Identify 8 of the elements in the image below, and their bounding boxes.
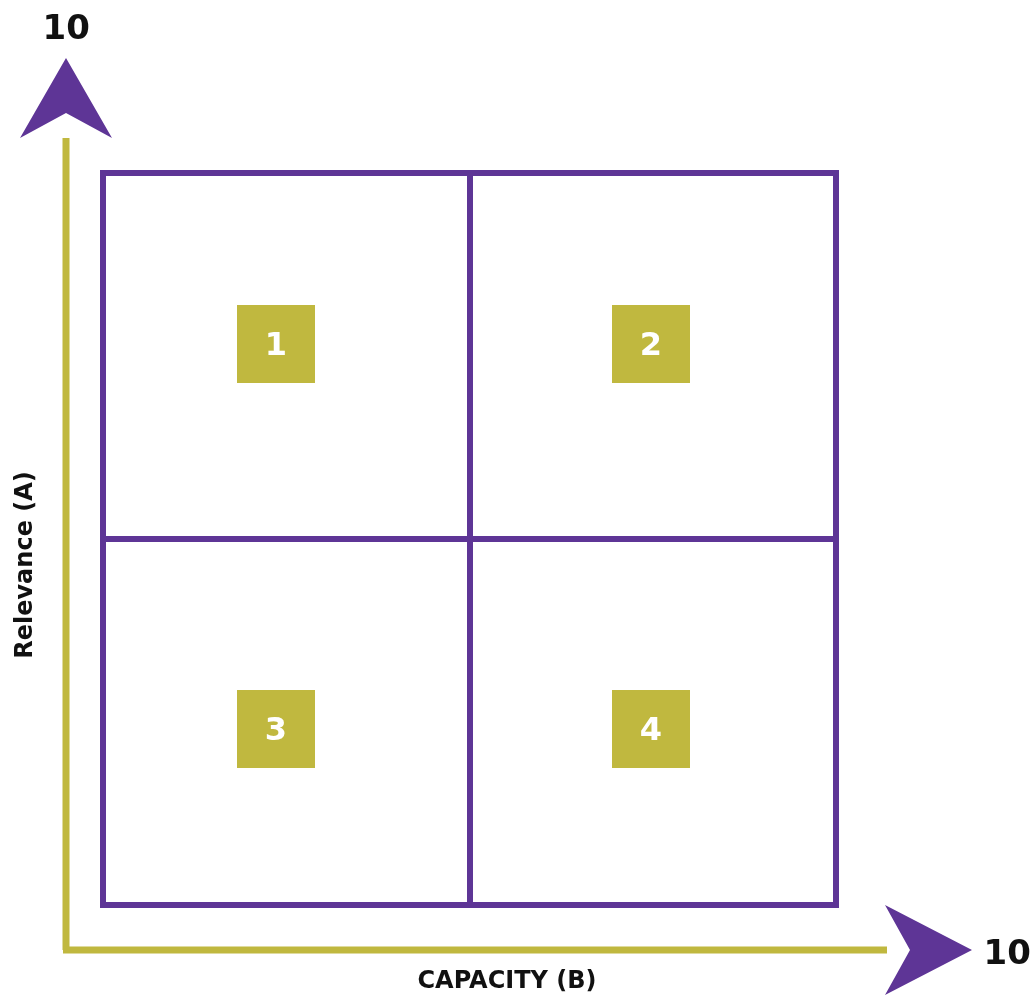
- quadrant-number: 2: [612, 305, 690, 383]
- axis-max-label: 10: [42, 7, 90, 47]
- axis-title: CAPACITY (B): [417, 966, 597, 994]
- quadrant-number: 3: [237, 690, 315, 768]
- quadrant-number: 4: [612, 690, 690, 768]
- axis-max-label: 10: [983, 932, 1031, 972]
- axis-title: Relevance (A): [9, 471, 38, 659]
- quadrant-number: 1: [237, 305, 315, 383]
